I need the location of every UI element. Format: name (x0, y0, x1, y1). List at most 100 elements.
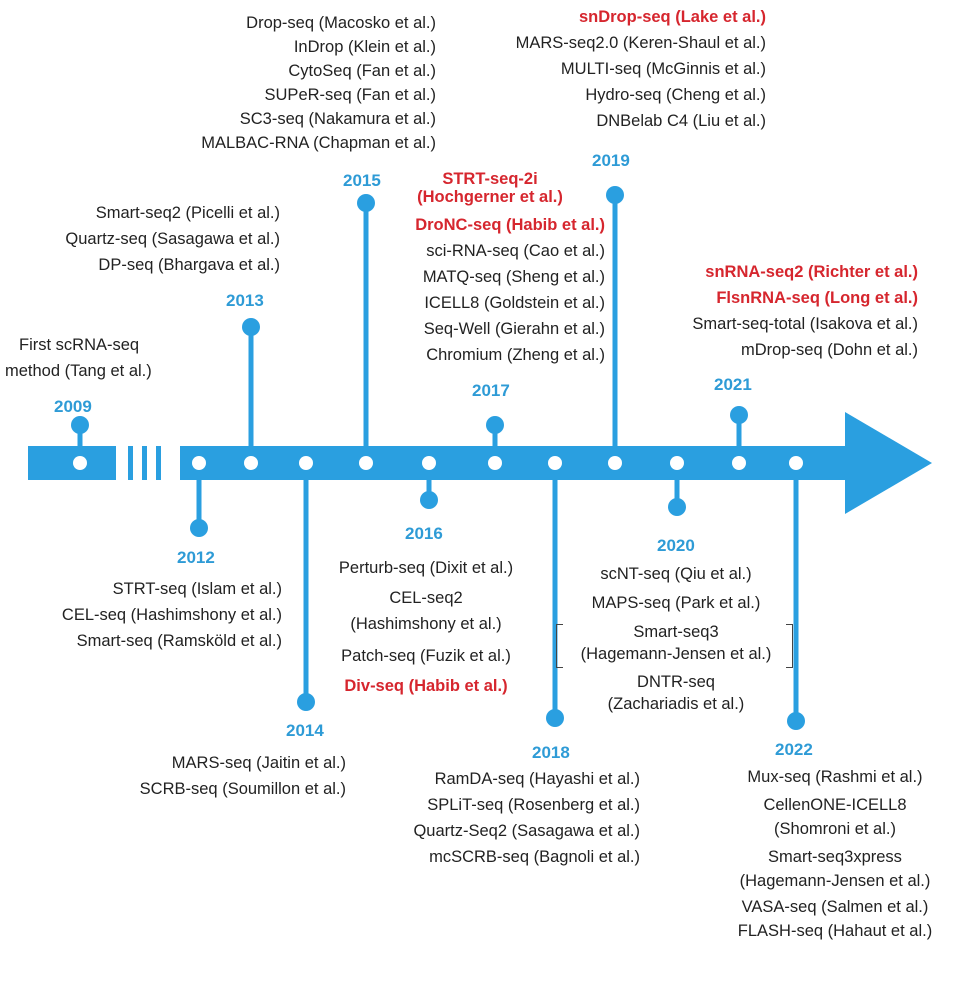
method-entry: mcSCRB-seq (Bagnoli et al.) (429, 848, 640, 866)
methods-2020: scNT-seq (Qiu et al.) MAPS-seq (Park et … (556, 561, 796, 715)
pin-2019 (606, 186, 624, 204)
method-entry-highlight: snRNA-seq2 (Richter et al.) (705, 263, 918, 281)
axis-dot-2013 (244, 456, 258, 470)
method-entry: (Hashimshony et al.) (350, 615, 502, 633)
year-label-2020: 2020 (657, 536, 695, 555)
method-entry: Smart-seq (Ramsköld et al.) (76, 632, 282, 650)
method-entry: Smart-seq3 (633, 623, 719, 641)
axis-dot-2019 (608, 456, 622, 470)
year-label-2017: 2017 (472, 381, 510, 400)
timeline-arrowhead (845, 412, 932, 514)
method-entry: (Shomroni et al.) (774, 820, 896, 838)
year-label-2018: 2018 (532, 743, 570, 762)
method-entry: Quartz-seq (Sasagawa et al.) (65, 230, 280, 248)
method-entry: scNT-seq (Qiu et al.) (600, 565, 752, 583)
method-entry: Smart-seq3xpress (768, 848, 902, 866)
pin-2016 (420, 491, 438, 509)
method-entry: CellenONE-ICELL8 (763, 796, 907, 814)
method-entry: Smart-seq2 (Picelli et al.) (95, 204, 280, 222)
method-entry: MULTI-seq (McGinnis et al.) (560, 60, 766, 78)
methods-2017-list: DroNC-seq (Habib et al.) sci-RNA-seq (Ca… (415, 212, 605, 368)
method-entry: FLASH-seq (Hahaut et al.) (737, 922, 933, 940)
pin-2015 (357, 194, 375, 212)
method-entry: Hydro-seq (Cheng et al.) (585, 86, 766, 104)
method-entry: CEL-seq2 (389, 589, 463, 607)
pin-2014 (297, 693, 315, 711)
year-label-2021: 2021 (714, 375, 752, 394)
methods-2014: MARS-seq (Jaitin et al.) SCRB-seq (Soumi… (140, 750, 346, 802)
axis-dot-2021 (732, 456, 746, 470)
method-entry-highlight: FlsnRNA-seq (Long et al.) (716, 289, 918, 307)
method-entry: (Hagemann-Jensen et al.) (739, 872, 931, 890)
method-entry: CEL-seq (Hashimshony et al.) (61, 606, 282, 624)
method-entry: DNTR-seq (637, 673, 715, 691)
method-entry: MALBAC-RNA (Chapman et al.) (201, 134, 436, 152)
smart-seq3-bracket-right (786, 624, 793, 668)
timeline-break-mark (156, 446, 161, 480)
methods-2021: snRNA-seq2 (Richter et al.) FlsnRNA-seq … (692, 259, 918, 363)
method-entry-highlight: snDrop-seq (Lake et al.) (578, 8, 766, 26)
method-entry: DNBelab C4 (Liu et al.) (596, 112, 766, 130)
method-entry: Quartz-Seq2 (Sasagawa et al.) (413, 822, 640, 840)
year-label-2013: 2013 (226, 291, 264, 310)
method-entry: (Hagemann-Jensen et al.) (580, 645, 772, 663)
method-entry: (Zachariadis et al.) (607, 695, 745, 713)
method-entry: MAPS-seq (Park et al.) (591, 594, 761, 612)
method-entry-highlight: DroNC-seq (Habib et al.) (415, 216, 605, 234)
method-entry: Perturb-seq (Dixit et al.) (338, 559, 514, 577)
year-label-2019: 2019 (592, 151, 630, 170)
pin-2013 (242, 318, 260, 336)
methods-2018: RamDA-seq (Hayashi et al.) SPLiT-seq (Ro… (413, 766, 640, 870)
year-label-2016: 2016 (405, 524, 443, 543)
method-entry-highlight: Div-seq (Habib et al.) (344, 677, 508, 695)
timeline-main-bar (180, 446, 855, 480)
method-entry: Chromium (Zheng et al.) (426, 346, 605, 364)
pin-2017 (486, 416, 504, 434)
method-entry: method (Tang et al.) (5, 362, 152, 380)
axis-dot-2009 (73, 456, 87, 470)
pin-2022 (787, 712, 805, 730)
pin-2012 (190, 519, 208, 537)
methods-2019: snDrop-seq (Lake et al.) MARS-seq2.0 (Ke… (516, 4, 766, 134)
method-entry-highlight: STRT-seq-2i (442, 170, 538, 188)
year-label-2012: 2012 (177, 548, 215, 567)
methods-2013: Smart-seq2 (Picelli et al.) Quartz-seq (… (65, 200, 280, 278)
methods-2012: STRT-seq (Islam et al.) CEL-seq (Hashims… (62, 576, 282, 654)
axis-dot-2018 (548, 456, 562, 470)
method-entry: MARS-seq2.0 (Keren-Shaul et al.) (515, 34, 766, 52)
method-entry: MATQ-seq (Sheng et al.) (422, 268, 605, 286)
axis-dot-2015 (359, 456, 373, 470)
axis-dot-2012 (192, 456, 206, 470)
methods-2016: Perturb-seq (Dixit et al.) CEL-seq2 (Has… (310, 555, 542, 699)
pin-2021 (730, 406, 748, 424)
timeline-break-mark (128, 446, 133, 480)
method-entry: mDrop-seq (Dohn et al.) (741, 341, 918, 359)
methods-2017: STRT-seq-2i (Hochgerner et al.) (372, 170, 608, 206)
year-label-2009: 2009 (54, 397, 92, 416)
method-entry: MARS-seq (Jaitin et al.) (171, 754, 346, 772)
method-entry: Mux-seq (Rashmi et al.) (747, 768, 923, 786)
pin-2020 (668, 498, 686, 516)
method-entry: Drop-seq (Macosko et al.) (246, 14, 436, 32)
method-entry: RamDA-seq (Hayashi et al.) (434, 770, 640, 788)
year-label-2022: 2022 (775, 740, 813, 759)
method-entry: SCRB-seq (Soumillon et al.) (139, 780, 346, 798)
axis-dot-2017 (488, 456, 502, 470)
methods-2009: First scRNA-seq method (Tang et al.) (5, 332, 152, 384)
method-entry: SUPeR-seq (Fan et al.) (264, 86, 436, 104)
method-entry: Smart-seq-total (Isakova et al.) (692, 315, 918, 333)
axis-dot-2016 (422, 456, 436, 470)
method-entry: sci-RNA-seq (Cao et al.) (426, 242, 605, 260)
methods-2022: Mux-seq (Rashmi et al.) CellenONE-ICELL8… (712, 765, 958, 943)
method-entry: STRT-seq (Islam et al.) (112, 580, 282, 598)
year-label-2014: 2014 (286, 721, 324, 740)
method-entry: ICELL8 (Goldstein et al.) (424, 294, 605, 312)
smart-seq3-bracket-left (556, 624, 563, 668)
method-entry: InDrop (Klein et al.) (293, 38, 436, 56)
method-entry: DP-seq (Bhargava et al.) (98, 256, 280, 274)
method-entry: Seq-Well (Gierahn et al.) (423, 320, 605, 338)
method-entry: SC3-seq (Nakamura et al.) (239, 110, 436, 128)
method-entry: VASA-seq (Salmen et al.) (741, 898, 929, 916)
year-label-2015: 2015 (343, 171, 381, 190)
